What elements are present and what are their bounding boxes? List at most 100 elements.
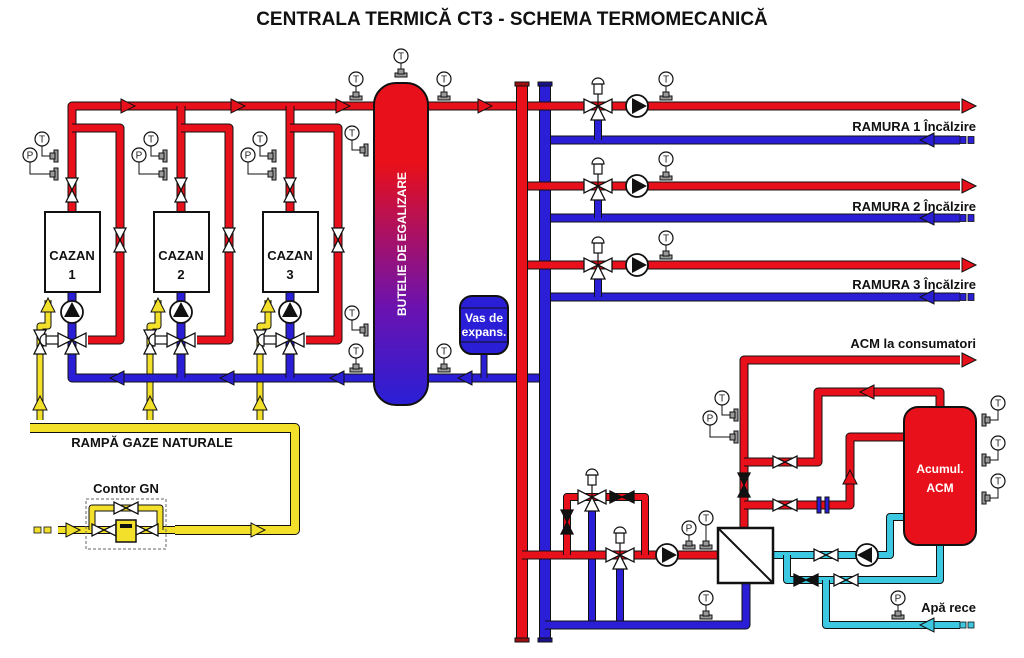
boiler-2-manometer-icon[interactable]: P (131, 147, 168, 181)
sensor-stem (894, 610, 902, 617)
boiler-2-bypass-valve-icon[interactable] (221, 227, 237, 253)
dhw-primary-lower-mixing-valve-icon[interactable] (605, 526, 635, 570)
sensor-letter: T (148, 135, 154, 146)
sensor-letter: T (349, 129, 355, 140)
branch-3-thermometer-icon[interactable]: T (658, 230, 674, 260)
valve-half (559, 520, 575, 535)
sensor-dial (658, 151, 674, 167)
sensor-dial (990, 435, 1006, 451)
dhw-primary-pump-icon[interactable] (655, 543, 679, 567)
branch-3-pump-icon[interactable] (625, 253, 649, 277)
dhw-primary-thermometer-icon[interactable]: T (698, 510, 714, 550)
boiler-2-pump-icon[interactable] (169, 300, 193, 324)
dhw-check-valve-icon[interactable] (736, 472, 752, 498)
valve-port (583, 256, 600, 274)
valve-half (824, 547, 839, 563)
sensor-letter: T (995, 477, 1001, 488)
cold-valve-icon[interactable] (813, 547, 839, 563)
branch-2-mixing-valve-icon[interactable] (583, 157, 613, 201)
dhw-tank-thermometer-1-icon[interactable]: T (981, 395, 1006, 427)
gas-valve-icon[interactable] (142, 329, 158, 355)
cold-check-valve-icon[interactable] (793, 572, 819, 588)
separator-lower-thermometer-icon[interactable]: T (344, 305, 369, 337)
dhw-primary-return (545, 583, 750, 629)
pipe-continuation (33, 526, 42, 534)
separator-return-in-thermometer-icon[interactable]: T (348, 343, 364, 373)
dhw-tank-thermometer-3-icon[interactable]: T (981, 473, 1006, 505)
branch-2-pump-icon[interactable] (625, 174, 649, 198)
boiler-2-mixing-valve-icon[interactable] (148, 331, 196, 355)
gas-pipes (30, 300, 300, 535)
sensor-lead (990, 410, 999, 421)
valve-half (102, 522, 117, 538)
valve-port (596, 97, 613, 115)
dhw-return-thermometer-icon[interactable]: T (698, 590, 714, 620)
branch-3-mixing-valve-icon[interactable] (583, 236, 613, 280)
boiler-1-manometer-icon[interactable]: P (22, 147, 59, 181)
boiler-1-isolation-valve-icon[interactable] (64, 177, 80, 203)
plate-heat-exchanger[interactable] (716, 526, 775, 585)
hydraulic-separator[interactable]: BUTELIE DE EGALIZARE (373, 82, 429, 406)
valve-port (589, 184, 607, 201)
dhw-charging-pump-icon[interactable] (855, 543, 879, 567)
dhw-tank-thermometer-2-icon[interactable]: T (981, 435, 1006, 467)
sensor-lead (721, 405, 730, 416)
branch-2-thermometer-icon[interactable]: T (658, 151, 674, 181)
dhw-primary-upper-mixing-valve-icon[interactable] (577, 468, 607, 512)
boiler-3-manometer-icon[interactable]: P (240, 147, 277, 181)
dhw-recirc-valve-icon[interactable] (772, 454, 798, 470)
dhw-primary-check-valve-icon[interactable] (609, 489, 635, 505)
actuator-body (593, 242, 603, 254)
boiler-3-bypass-valve-icon[interactable] (330, 227, 346, 253)
boiler-1-pump-icon[interactable] (60, 300, 84, 324)
pump-impeller (857, 547, 872, 563)
boiler-3-isolation-valve-icon[interactable] (282, 177, 298, 203)
separator-return-out-thermometer-icon[interactable]: T (436, 343, 452, 373)
separator-inlet-thermometer-icon[interactable]: T (348, 71, 364, 101)
dhw-primary-manometer-icon[interactable]: P (681, 520, 697, 550)
valve-half (64, 188, 80, 203)
gas-meter-valve-icon[interactable] (133, 522, 159, 538)
boiler-1-mixing-valve-icon[interactable] (39, 331, 87, 355)
separator-top-thermometer-icon[interactable]: T (393, 48, 409, 78)
branch-1-pump-icon[interactable] (625, 94, 649, 118)
dhw-storage-tank[interactable]: Acumul. ACM (903, 406, 977, 546)
boiler-3-mixing-valve-icon[interactable] (257, 331, 305, 355)
sensor-stem (685, 540, 693, 547)
sensor-dial (22, 147, 38, 163)
boiler-3-thermometer-icon[interactable]: T (252, 131, 277, 163)
flow-arrow-icon (150, 296, 166, 313)
separator-upper-thermometer-icon[interactable]: T (344, 125, 369, 157)
dhw-thermometer-icon[interactable]: T (714, 390, 739, 422)
dhw-loop-valve-icon[interactable] (772, 497, 798, 513)
flow-arrow-icon (120, 98, 137, 114)
boiler-3-pump-icon[interactable] (278, 300, 302, 324)
dhw-primary-valve-icon[interactable] (559, 509, 575, 535)
gas-meter[interactable] (85, 498, 167, 550)
pipe-continuation (959, 621, 967, 629)
pump-impeller (662, 547, 677, 563)
boiler-3[interactable]: CAZAN 3 (262, 211, 319, 293)
boiler-1-bypass-valve-icon[interactable] (112, 227, 128, 253)
cold-valve-2-icon[interactable] (833, 572, 859, 588)
boiler-2-thermometer-icon[interactable]: T (143, 131, 168, 163)
dhw-manometer-icon[interactable]: P (702, 410, 739, 444)
gas-meter-valve-icon[interactable] (91, 522, 117, 538)
dhw-tank-line2: ACM (926, 481, 953, 495)
valve-half (173, 188, 189, 203)
branch-1-thermometer-icon[interactable]: T (658, 71, 674, 101)
branch-1-mixing-valve-icon[interactable] (583, 77, 613, 121)
gas-bypass-valve-icon[interactable] (113, 500, 139, 516)
separator-outlet-thermometer-icon[interactable]: T (436, 71, 452, 101)
boiler-2[interactable]: CAZAN 2 (153, 211, 210, 293)
boiler-1[interactable]: CAZAN 1 (44, 211, 101, 293)
sensor-letter: P (686, 524, 693, 535)
boiler-2-isolation-valve-icon[interactable] (173, 177, 189, 203)
sensor-stem (662, 171, 670, 178)
sensor-stem (267, 170, 274, 178)
boiler-1-thermometer-icon[interactable]: T (34, 131, 59, 163)
expansion-vessel[interactable]: Vas de expans. (459, 295, 509, 355)
cold-water-manometer-icon[interactable]: P (890, 590, 906, 620)
sensor-letter: T (441, 347, 447, 358)
pipe-continuation (959, 136, 967, 144)
